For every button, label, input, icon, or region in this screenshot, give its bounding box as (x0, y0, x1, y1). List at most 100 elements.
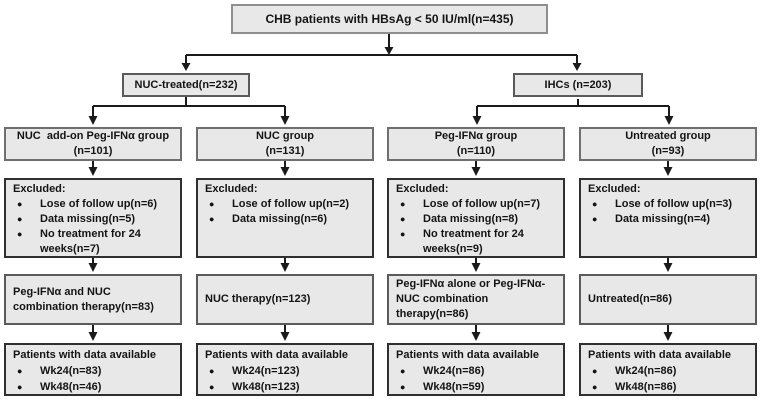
arrowhead-icon (471, 332, 481, 341)
list-item: ● Wk48(n=123) (203, 379, 367, 395)
bullet-icon: ● (400, 229, 406, 239)
excluded-item: No treatment for 24 weeks(n=7) (40, 228, 141, 255)
arrowhead-icon (280, 332, 290, 341)
excluded-item: Data missing(n=5) (40, 213, 136, 225)
bullet-icon: ● (209, 214, 215, 224)
list-item: ● Wk24(n=86) (394, 363, 558, 379)
arrowhead-icon (280, 116, 290, 125)
outcome-item: Wk48(n=123) (232, 381, 300, 393)
excluded-box: Excluded: ● Lose of follow up(n=2) ● Dat… (196, 178, 374, 258)
therapy-label: Peg-IFNα alone or Peg-IFNα- NUC combinat… (396, 278, 546, 320)
outcome-item: Wk24(n=86) (615, 365, 677, 377)
list-item: ● Lose of follow up(n=3) (586, 197, 750, 212)
therapy-label: NUC therapy(n=123) (205, 293, 311, 305)
group-box: Untreated group (n=93) (579, 127, 757, 161)
bullet-icon: ● (592, 214, 598, 224)
list-item: ● Wk48(n=46) (11, 379, 175, 395)
outcome-title: Patients with data available (13, 349, 157, 361)
outcome-item: Wk48(n=59) (423, 381, 485, 393)
excluded-box: Excluded: ● Lose of follow up(n=6) ● Dat… (4, 178, 182, 258)
outcome-item: Wk48(n=46) (40, 381, 102, 393)
outcome-box: Patients with data available ● Wk24(n=86… (579, 343, 757, 396)
arrowhead-icon (572, 63, 582, 71)
bullet-icon: ● (209, 199, 215, 209)
list-item: ● Wk48(n=86) (586, 379, 750, 395)
excluded-title: Excluded: (205, 183, 258, 195)
list-item: ● Wk24(n=123) (203, 363, 367, 379)
excluded-title: Excluded: (13, 183, 66, 195)
excluded-item: Lose of follow up(n=6) (40, 198, 158, 210)
list-item: ● Lose of follow up(n=7) (394, 197, 558, 212)
branch-label: IHCs (n=203) (544, 78, 612, 91)
root-box: CHB patients with HBsAg < 50 IU/ml(n=435… (231, 4, 548, 34)
therapy-label: Untreated(n=86) (588, 293, 673, 305)
bullet-icon: ● (400, 199, 406, 209)
arrowhead-icon (88, 263, 98, 272)
group-label: NUC add-on Peg-IFNα group (n=101) (16, 130, 170, 157)
bullet-icon: ● (17, 366, 23, 376)
list-item: ● No treatment for 24 weeks(n=7) (11, 227, 175, 257)
outcome-title: Patients with data available (396, 349, 540, 361)
arrowhead-icon (280, 263, 290, 272)
excluded-title: Excluded: (588, 183, 641, 195)
list-item: ● Wk24(n=83) (11, 363, 175, 379)
bullet-icon: ● (17, 229, 23, 239)
excluded-item: Data missing(n=4) (615, 213, 711, 225)
excluded-box: Excluded: ● Lose of follow up(n=7) ● Dat… (387, 178, 565, 258)
arrowhead-icon (472, 116, 482, 125)
group-label: Peg-IFNα group (n=110) (434, 130, 518, 157)
arrowhead-icon (181, 63, 191, 71)
excluded-item: Lose of follow up(n=3) (615, 198, 733, 210)
list-item: ● Lose of follow up(n=2) (203, 197, 367, 212)
outcome-title: Patients with data available (205, 349, 349, 361)
arrowhead-icon (384, 47, 394, 55)
branch-label: NUC-treated(n=232) (134, 78, 238, 91)
list-item: ● Lose of follow up(n=6) (11, 197, 175, 212)
list-item: ● Data missing(n=5) (11, 212, 175, 227)
bullet-icon: ● (17, 199, 23, 209)
arrowhead-icon (88, 332, 98, 341)
group-box: NUC add-on Peg-IFNα group (n=101) (4, 127, 182, 161)
excluded-item: Data missing(n=6) (232, 213, 328, 225)
outcome-item: Wk48(n=86) (615, 381, 677, 393)
bullet-icon: ● (209, 366, 215, 376)
group-box: NUC group (n=131) (196, 127, 374, 161)
bullet-icon: ● (17, 382, 23, 392)
arrowhead-icon (471, 167, 481, 176)
therapy-box: Untreated(n=86) (579, 274, 757, 325)
bullet-icon: ● (400, 382, 406, 392)
outcome-item: Wk24(n=123) (232, 365, 300, 377)
outcome-item: Wk24(n=86) (423, 365, 485, 377)
bullet-icon: ● (209, 382, 215, 392)
list-item: ● Wk24(n=86) (586, 363, 750, 379)
bullet-icon: ● (400, 366, 406, 376)
bullet-icon: ● (592, 366, 598, 376)
group-label: Untreated group (n=93) (625, 130, 711, 157)
group-box: Peg-IFNα group (n=110) (387, 127, 565, 161)
excluded-item: Lose of follow up(n=2) (232, 198, 350, 210)
therapy-box: Peg-IFNα and NUC combination therapy(n=8… (4, 274, 182, 325)
list-item: ● Data missing(n=8) (394, 212, 558, 227)
arrowhead-icon (663, 332, 673, 341)
group-label: NUC group (n=131) (255, 130, 315, 157)
arrowhead-icon (471, 263, 481, 272)
arrowhead-icon (88, 167, 98, 176)
therapy-label: Peg-IFNα and NUC combination therapy(n=8… (13, 285, 154, 313)
list-item: ● Wk48(n=59) (394, 379, 558, 395)
list-item: ● Data missing(n=4) (586, 212, 750, 227)
branch-box-ihcs: IHCs (n=203) (513, 73, 643, 97)
outcome-box: Patients with data available ● Wk24(n=83… (4, 343, 182, 396)
arrowhead-icon (88, 116, 98, 125)
root-label: CHB patients with HBsAg < 50 IU/ml(n=435… (265, 11, 514, 26)
outcome-title: Patients with data available (588, 349, 732, 361)
bullet-icon: ● (592, 199, 598, 209)
bullet-icon: ● (17, 214, 23, 224)
bullet-icon: ● (400, 214, 406, 224)
branch-box-nuc-treated: NUC-treated(n=232) (122, 73, 250, 97)
arrowhead-icon (664, 116, 674, 125)
outcome-item: Wk24(n=83) (40, 365, 102, 377)
outcome-box: Patients with data available ● Wk24(n=12… (196, 343, 374, 396)
outcome-box: Patients with data available ● Wk24(n=86… (387, 343, 565, 396)
list-item: ● No treatment for 24 weeks(n=9) (394, 227, 558, 257)
